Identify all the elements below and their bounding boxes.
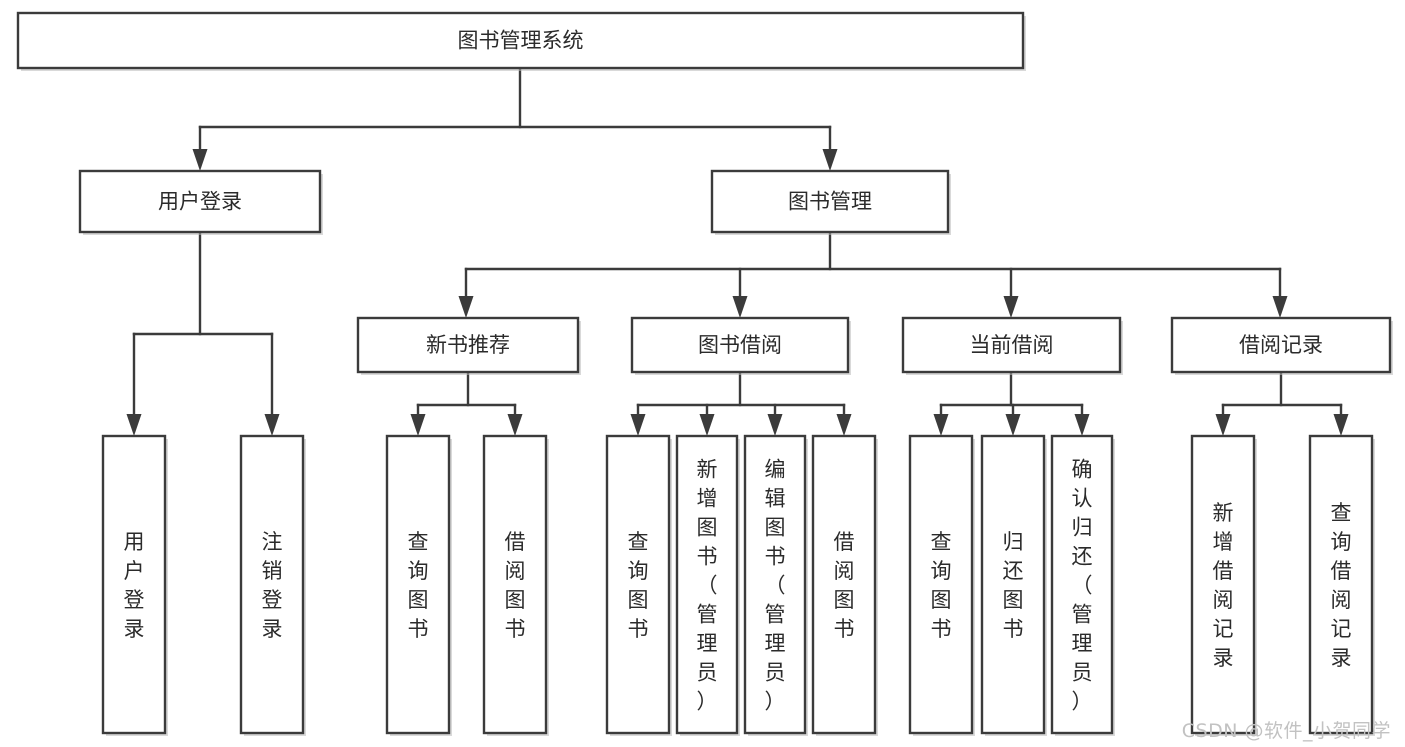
node-leaf-add-book[interactable]: 新增图书（管理员） [675, 434, 740, 736]
connector-group-root [192, 66, 838, 171]
node-box[interactable] [630, 316, 850, 374]
node-box[interactable] [356, 316, 580, 374]
node-label: 查询图书 [931, 530, 952, 641]
node-label: 查询图书 [628, 530, 649, 641]
node-root[interactable]: 图书管理系统 [16, 11, 1026, 71]
node-box[interactable] [743, 434, 807, 735]
node-box[interactable] [980, 434, 1046, 735]
node-leaf-logout[interactable]: 注销登录 [239, 434, 306, 736]
watermark-label: CSDN @软件_小贺同学 [1181, 720, 1391, 742]
node-label: 借阅图书 [505, 530, 526, 641]
connector-group-book-borrow [630, 370, 852, 436]
node-label: 图书借阅 [698, 333, 782, 357]
node-leaf-borrow-book-bor[interactable]: 借阅图书 [811, 434, 878, 736]
node-new-book-recommend[interactable]: 新书推荐 [356, 316, 581, 375]
node-box[interactable] [908, 434, 974, 735]
node-box[interactable] [1050, 434, 1114, 735]
node-box[interactable] [1190, 434, 1256, 735]
node-box[interactable] [78, 169, 322, 234]
node-layer: 图书管理系统用户登录图书管理新书推荐图书借阅当前借阅借阅记录用户登录注销登录查询… [16, 11, 1393, 736]
node-box[interactable] [675, 434, 739, 735]
node-label: 编辑图书（管理员） [765, 458, 786, 714]
node-label: 新增图书（管理员） [697, 458, 718, 714]
connector-group-book-manage [458, 230, 1288, 318]
node-label: 借阅图书 [834, 530, 855, 641]
node-box[interactable] [16, 11, 1025, 70]
node-label: 归还图书 [1003, 530, 1024, 641]
node-box[interactable] [239, 434, 305, 735]
node-leaf-query-book-cur[interactable]: 查询图书 [908, 434, 975, 736]
node-borrow-record[interactable]: 借阅记录 [1170, 316, 1393, 375]
node-box[interactable] [1170, 316, 1392, 374]
node-leaf-query-book-bor[interactable]: 查询图书 [605, 434, 672, 736]
node-user-login[interactable]: 用户登录 [78, 169, 323, 235]
node-label: 用户登录 [158, 190, 242, 214]
node-box[interactable] [710, 169, 950, 234]
node-label: 用户登录 [124, 530, 145, 641]
node-box[interactable] [385, 434, 451, 735]
node-box[interactable] [811, 434, 877, 735]
node-box[interactable] [1308, 434, 1374, 735]
node-label: 查询借阅记录 [1331, 501, 1352, 670]
node-box[interactable] [605, 434, 671, 735]
node-leaf-edit-book[interactable]: 编辑图书（管理员） [743, 434, 808, 736]
node-label: 注销登录 [262, 530, 283, 641]
node-current-borrow[interactable]: 当前借阅 [901, 316, 1123, 375]
node-label: 新书推荐 [426, 333, 510, 357]
node-box[interactable] [901, 316, 1122, 374]
node-label: 借阅记录 [1239, 333, 1323, 357]
node-book-borrow[interactable]: 图书借阅 [630, 316, 851, 375]
node-label: 查询图书 [408, 530, 429, 641]
node-label: 图书管理系统 [458, 29, 584, 53]
node-leaf-query-book-rec[interactable]: 查询图书 [385, 434, 452, 736]
connector-layer [126, 66, 1349, 436]
connector-group-current-borrow [933, 370, 1090, 436]
node-leaf-confirm-return[interactable]: 确认归还（管理员） [1050, 434, 1115, 736]
node-book-manage[interactable]: 图书管理 [710, 169, 951, 235]
connector-group-user-login [126, 230, 280, 436]
node-label: 确认归还（管理员） [1072, 458, 1093, 714]
node-leaf-borrow-book-rec[interactable]: 借阅图书 [482, 434, 549, 736]
node-box[interactable] [101, 434, 167, 735]
node-label: 当前借阅 [970, 333, 1054, 357]
node-box[interactable] [482, 434, 548, 735]
node-label: 图书管理 [788, 190, 872, 214]
node-leaf-query-record[interactable]: 查询借阅记录 [1308, 434, 1375, 736]
node-leaf-return-book[interactable]: 归还图书 [980, 434, 1047, 736]
connector-group-borrow-record [1215, 370, 1349, 436]
node-label: 新增借阅记录 [1213, 501, 1234, 670]
connector-group-new-book-recommend [410, 370, 523, 436]
node-leaf-add-record[interactable]: 新增借阅记录 [1190, 434, 1257, 736]
node-leaf-user-login[interactable]: 用户登录 [101, 434, 168, 736]
